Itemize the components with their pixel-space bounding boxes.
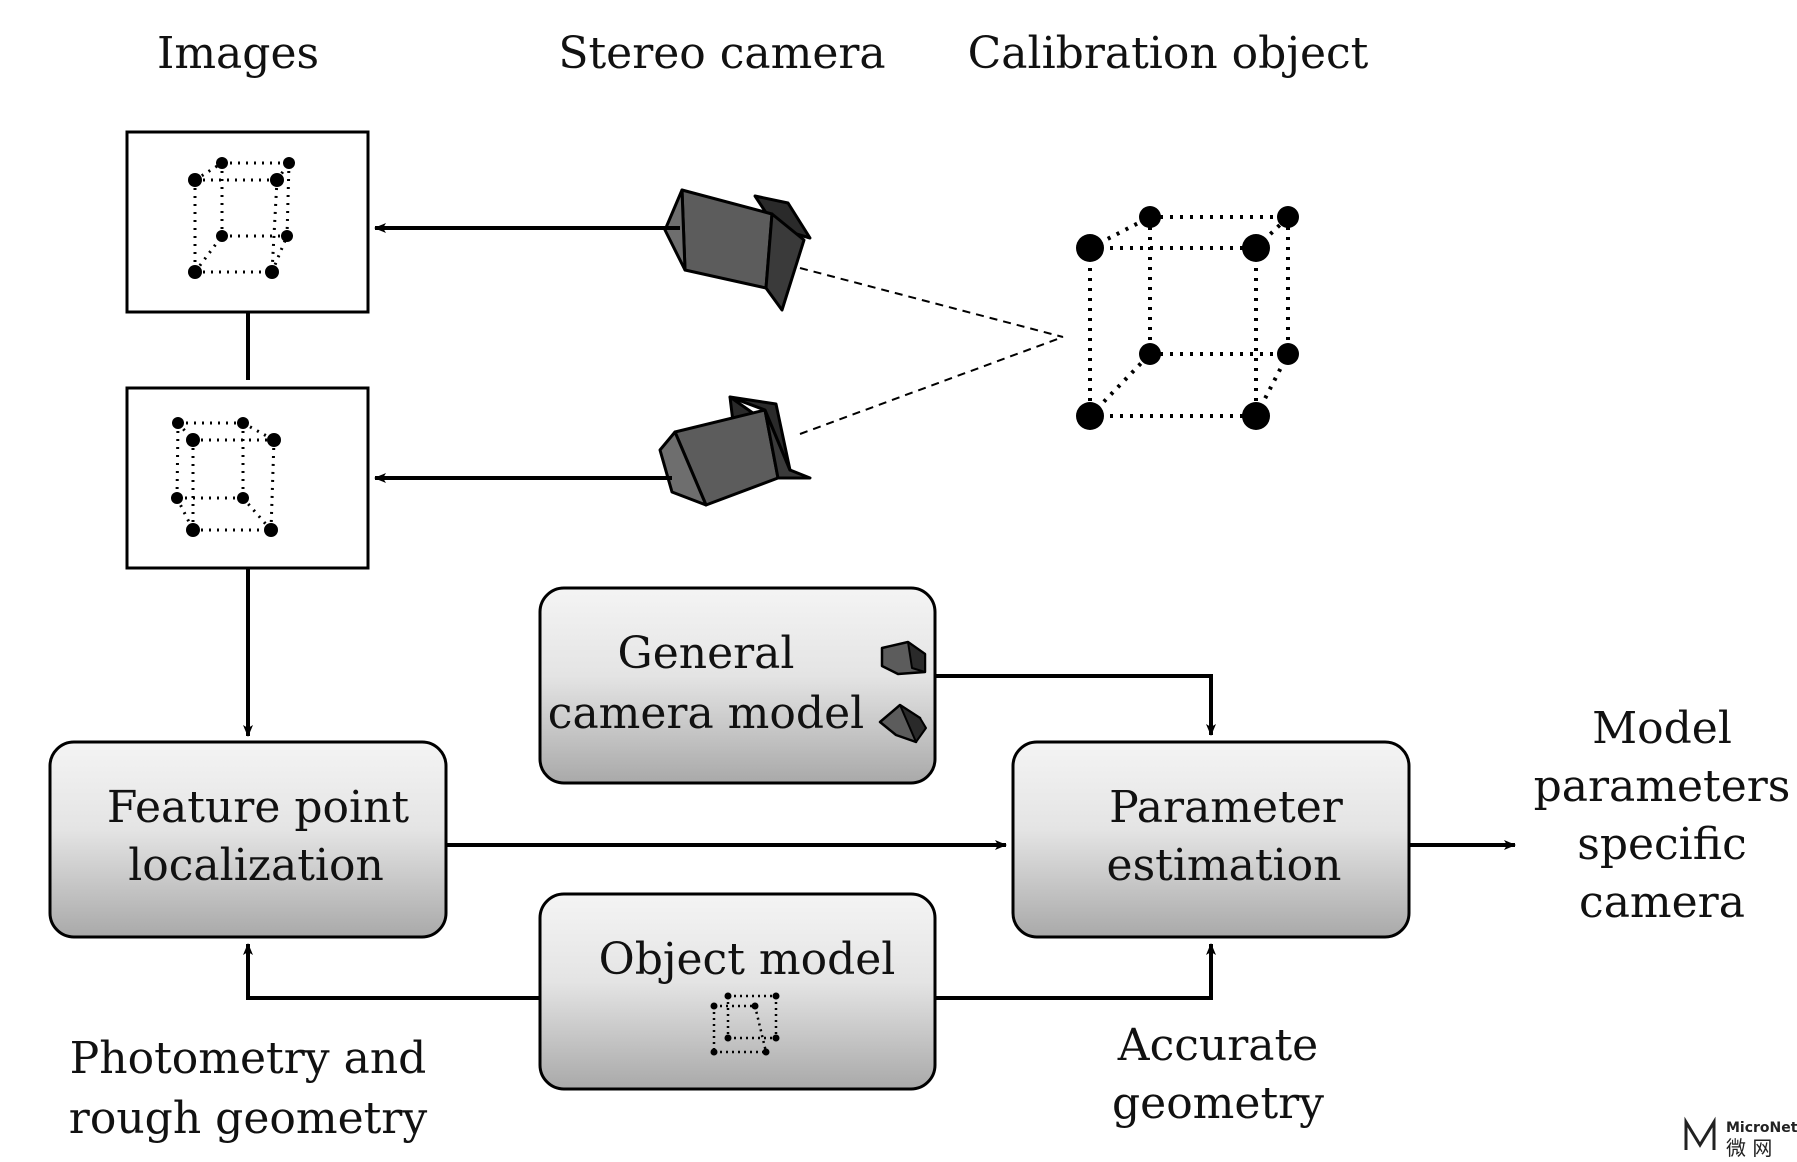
general-camera-model-label: camera model bbox=[548, 688, 864, 739]
object-model-label: Object model bbox=[599, 934, 896, 985]
accurate-geometry-label: Accurate geometry bbox=[1112, 1020, 1324, 1129]
small-camera-icon bbox=[880, 640, 927, 676]
svg-text:parameters: parameters bbox=[1534, 761, 1791, 812]
model-parameters-label: Model parameters specific camera bbox=[1534, 703, 1791, 928]
image-frame-top bbox=[125, 130, 370, 314]
object-model-box: Object model bbox=[538, 892, 937, 1091]
image-frame-bottom bbox=[125, 386, 370, 570]
heading-images: Images bbox=[157, 28, 319, 79]
heading-stereo-camera: Stereo camera bbox=[558, 28, 885, 79]
svg-text:specific: specific bbox=[1577, 819, 1747, 870]
camera-top-icon bbox=[663, 188, 812, 312]
parameter-estimation-box: Parameter estimation bbox=[1011, 740, 1411, 939]
svg-text:geometry: geometry bbox=[1112, 1078, 1324, 1129]
calibration-cube-icon bbox=[1076, 206, 1299, 430]
view-ray-top bbox=[799, 267, 1064, 338]
small-camera-icon bbox=[878, 703, 927, 744]
svg-text:Photometry and: Photometry and bbox=[70, 1033, 427, 1084]
feature-point-localization-label: Feature point bbox=[107, 782, 410, 833]
small-cube-icon bbox=[710, 992, 780, 1056]
micronet-watermark-logo: MicroNet 微 网 bbox=[1684, 1116, 1797, 1160]
feature-point-localization-label: localization bbox=[128, 840, 384, 891]
svg-text:MicroNet: MicroNet bbox=[1726, 1120, 1797, 1136]
general-camera-model-box: General camera model bbox=[538, 586, 937, 785]
heading-calibration-object: Calibration object bbox=[968, 28, 1369, 79]
svg-text:微 网: 微 网 bbox=[1726, 1136, 1772, 1160]
svg-text:camera: camera bbox=[1579, 877, 1745, 928]
arrow-camera-model-to-estimation bbox=[935, 674, 1216, 736]
feature-point-localization-box: Feature point localization bbox=[48, 740, 448, 939]
arrow-object-to-feature bbox=[243, 943, 540, 1000]
svg-text:rough geometry: rough geometry bbox=[69, 1093, 428, 1144]
photometry-label: Photometry and rough geometry bbox=[69, 1033, 428, 1144]
parameter-estimation-label: Parameter bbox=[1109, 782, 1344, 833]
svg-text:Accurate: Accurate bbox=[1117, 1020, 1318, 1071]
arrow-object-to-estimation bbox=[935, 943, 1216, 1000]
camera-bottom-icon bbox=[658, 395, 812, 507]
svg-text:Model: Model bbox=[1592, 703, 1732, 754]
general-camera-model-label: General bbox=[618, 628, 795, 679]
parameter-estimation-label: estimation bbox=[1107, 840, 1342, 891]
cube-sketch-icon bbox=[175, 421, 276, 532]
view-ray-bottom bbox=[799, 336, 1064, 435]
